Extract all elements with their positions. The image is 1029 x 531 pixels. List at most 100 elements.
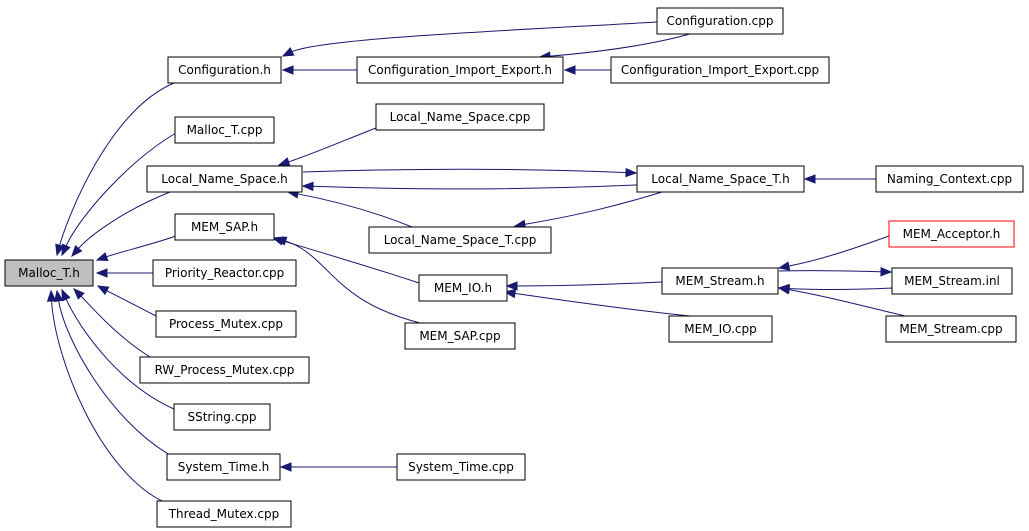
node-process-mutex-cpp[interactable]: Process_Mutex.cpp [155,310,297,338]
edge-malloc-t-cpp-to-malloc-t-h [61,132,177,257]
node-box [885,315,1017,343]
node-box [404,322,516,350]
node-label: SString.cpp [187,410,256,424]
node-naming-context-cpp[interactable]: Naming_Context.cpp [875,165,1024,193]
node-label: Configuration.h [178,63,271,77]
node-label: System_Time.cpp [408,460,514,474]
node-label: Local_Name_Space.h [161,172,288,186]
arrowhead [505,281,518,291]
node-label: MEM_Stream.cpp [899,322,1002,336]
node-label: MEM_IO.h [434,281,492,295]
arrowhead [46,289,57,302]
node-local-name-space-t-cpp[interactable]: Local_Name_Space_T.cpp [368,226,552,254]
node-box [636,165,805,193]
node-sstring-cpp[interactable]: SString.cpp [173,403,271,431]
node-malloc-t-h: Malloc_T.h [4,259,94,287]
edge-sstring-cpp-to-malloc-t-h [61,288,175,410]
node-malloc-t-cpp[interactable]: Malloc_T.cpp [174,116,275,144]
arrowhead [803,174,816,184]
edge-mem-stream-cpp-to-mem-stream-h [777,285,906,317]
edges [46,21,906,502]
edge-local-name-space-t-h-to-local-name-space-t-cpp [513,191,663,229]
node-label: MEM_SAP.cpp [419,329,500,343]
node-mem-acceptor-h[interactable]: MEM_Acceptor.h [888,220,1015,248]
node-box [610,56,830,84]
edge-rw-process-mutex-cpp-to-malloc-t-h [73,288,151,358]
arrowhead [95,252,109,262]
node-label: Malloc_T.h [18,266,80,280]
node-configuration-h[interactable]: Configuration.h [167,56,282,84]
node-label: RW_Process_Mutex.cpp [155,363,295,377]
arrowhead [777,261,791,271]
edge-thread-mutex-cpp-to-malloc-t-h [46,289,163,502]
node-box [4,259,94,287]
node-mem-stream-cpp[interactable]: MEM_Stream.cpp [885,315,1017,343]
edge-local-name-space-h-to-local-name-space-t-h [302,167,638,178]
edge-priority-reactor-cpp-to-malloc-t-h [95,268,153,278]
node-mem-stream-inl[interactable]: MEM_Stream.inl [891,267,1013,295]
node-label: Configuration_Import_Export.h [368,63,552,77]
edge-naming-context-cpp-to-local-name-space-t-h [803,174,876,184]
edge-configuration-h-to-malloc-t-h [55,82,175,257]
node-box [156,500,292,528]
node-rw-process-mutex-cpp[interactable]: RW_Process_Mutex.cpp [139,356,310,384]
node-label: Priority_Reactor.cpp [165,266,284,280]
arrowhead [71,244,83,258]
nodes: Malloc_T.h Configuration.h Configuration.c… [4,7,1024,528]
node-box [146,165,303,193]
node-configuration-import-export-cpp[interactable]: Configuration_Import_Export.cpp [610,56,830,84]
node-label: Local_Name_Space_T.h [651,172,789,186]
node-configuration-import-export-h[interactable]: Configuration_Import_Export.h [356,56,564,84]
node-box [891,267,1013,295]
node-box [173,403,271,431]
node-label: MEM_Stream.h [675,274,764,288]
edge-configuration-import-export-cpp-to-configuration-import-export-h [563,65,611,75]
node-local-name-space-h[interactable]: Local_Name_Space.h [146,165,303,193]
node-box [356,56,564,84]
edge-mem-io-cpp-to-mem-io-h [503,288,691,317]
edge-configuration-import-export-h-to-configuration-h [281,65,357,75]
node-box [396,453,526,481]
node-mem-sap-cpp[interactable]: MEM_SAP.cpp [404,322,516,350]
node-box [888,220,1015,248]
node-mem-sap-h[interactable]: MEM_SAP.h [174,213,275,241]
node-configuration-cpp[interactable]: Configuration.cpp [656,7,784,35]
node-box [155,310,297,338]
arrowhead [625,167,638,178]
node-label: Local_Name_Space.cpp [390,110,531,124]
node-local-name-space-cpp[interactable]: Local_Name_Space.cpp [375,103,545,131]
edge-process-mutex-cpp-to-malloc-t-h [96,285,157,317]
node-label: Malloc_T.cpp [187,123,263,137]
arrowhead [777,285,791,295]
edge-local-name-space-cpp-to-local-name-space-h [277,127,377,167]
node-priority-reactor-cpp[interactable]: Priority_Reactor.cpp [152,259,297,287]
node-box [139,356,310,384]
node-box [368,226,552,254]
node-system-time-cpp[interactable]: System_Time.cpp [396,453,526,481]
arrowhead [503,288,517,299]
node-mem-io-h[interactable]: MEM_IO.h [418,274,508,302]
arrowhead [55,243,65,257]
arrowhead [96,285,110,296]
edge-local-name-space-t-cpp-to-local-name-space-h [286,189,413,228]
node-mem-stream-h[interactable]: MEM_Stream.h [661,267,779,295]
arrowhead [301,181,314,192]
node-box [174,116,275,144]
arrowhead [277,157,291,167]
node-label: Configuration.cpp [666,14,773,28]
edge-configuration-cpp-to-configuration-import-export-h [538,33,691,61]
edge-mem-stream-h-to-mem-io-h [505,281,663,291]
node-mem-io-cpp[interactable]: MEM_IO.cpp [668,315,773,343]
node-box [166,453,281,481]
node-box [167,56,282,84]
node-system-time-h[interactable]: System_Time.h [166,453,281,481]
node-thread-mutex-cpp[interactable]: Thread_Mutex.cpp [156,500,292,528]
arrowhead [563,65,576,75]
node-box [661,267,779,295]
node-local-name-space-t-h[interactable]: Local_Name_Space_T.h [636,165,805,193]
arrowhead [274,236,288,246]
node-label: MEM_Acceptor.h [903,227,1001,241]
arrowhead [61,243,71,257]
node-label: Process_Mutex.cpp [169,317,283,331]
node-box [418,274,508,302]
